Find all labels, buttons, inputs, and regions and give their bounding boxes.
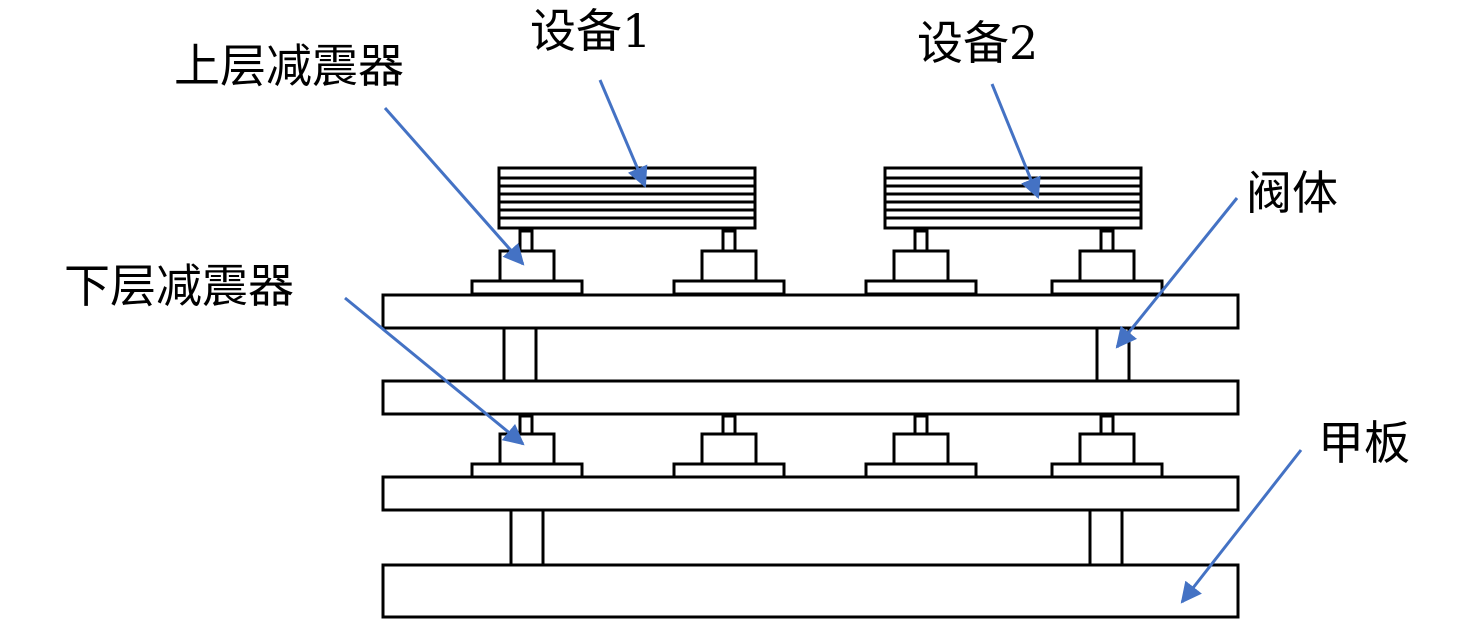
- lower-isolator-label: 下层减震器: [64, 259, 294, 313]
- lower-isolator: [672, 414, 786, 479]
- valve-body-label: 阀体: [1246, 166, 1338, 220]
- equipment2-label: 设备2: [917, 16, 1039, 70]
- support-post: [509, 508, 545, 567]
- lower-plate: [381, 475, 1240, 512]
- equipment1-label: 设备1: [530, 4, 652, 58]
- lower-isolator: [470, 414, 584, 479]
- deck-plate: [381, 563, 1240, 619]
- upper-isolator: [864, 229, 978, 296]
- upper-isolator: [1050, 229, 1164, 296]
- equipment1-arrow: [598, 79, 648, 188]
- lower-isolator: [864, 414, 978, 479]
- upper-isolator: [470, 229, 584, 296]
- lower-isolator-arrow: [344, 296, 525, 446]
- deck-label: 甲板: [1318, 416, 1410, 470]
- upper-isolator-label: 上层减震器: [174, 39, 404, 93]
- equipment-2: [883, 166, 1143, 230]
- middle-plate: [381, 379, 1240, 416]
- valve-body-arrow: [1115, 197, 1239, 349]
- upper-plate: [381, 293, 1240, 330]
- deck-arrow: [1180, 449, 1303, 604]
- support-post: [1088, 508, 1124, 567]
- upper-isolator: [672, 229, 786, 296]
- valve-body-post: [502, 326, 538, 383]
- equipment2-arrow: [990, 83, 1041, 199]
- lower-isolator: [1050, 414, 1164, 479]
- upper-isolator-arrow: [383, 107, 525, 266]
- equipment-1: [497, 166, 757, 230]
